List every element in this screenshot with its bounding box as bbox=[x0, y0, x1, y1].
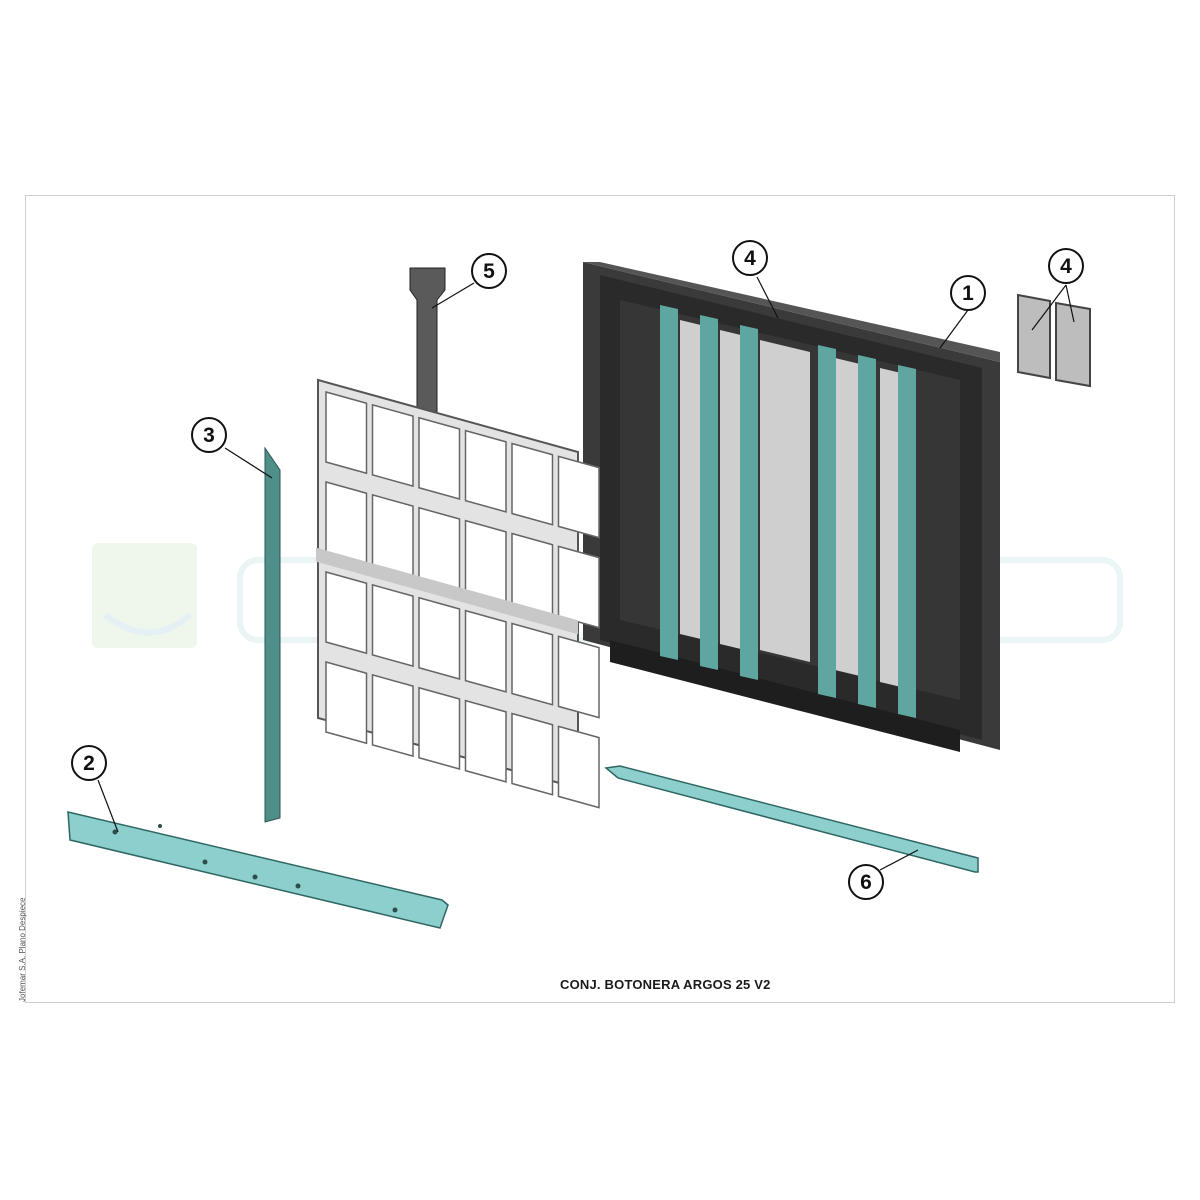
part-5-ribbon bbox=[409, 267, 446, 413]
callout-5-label: 5 bbox=[483, 260, 495, 283]
frame-cell bbox=[371, 403, 414, 488]
callout-6: 6 bbox=[848, 864, 884, 900]
frame-cell bbox=[325, 661, 368, 745]
part-2-angle-profile bbox=[67, 811, 449, 929]
frame-cell bbox=[325, 481, 368, 565]
part-3-vertical-bar bbox=[264, 446, 281, 823]
frame-cell bbox=[464, 699, 507, 783]
callout-4b: 4 bbox=[1048, 248, 1084, 284]
callout-2-label: 2 bbox=[83, 752, 95, 775]
frame-cell bbox=[464, 429, 507, 513]
frame-cell bbox=[557, 725, 600, 809]
frame-cell bbox=[557, 635, 600, 719]
button-frame-grid bbox=[316, 378, 600, 809]
callout-1-label: 1 bbox=[962, 282, 974, 305]
frame-cell bbox=[418, 596, 461, 680]
callout-6-label: 6 bbox=[860, 871, 872, 894]
callout-4b-label: 4 bbox=[1060, 255, 1072, 278]
frame-cell bbox=[464, 609, 507, 693]
frame-cell bbox=[371, 583, 414, 668]
callout-4a-label: 4 bbox=[744, 247, 756, 270]
frame-cell bbox=[511, 622, 554, 706]
callout-3: 3 bbox=[191, 417, 227, 453]
frame-cell bbox=[371, 493, 414, 578]
frame-cell bbox=[325, 571, 368, 655]
part-1-housing bbox=[583, 262, 1000, 752]
frame-cell bbox=[511, 442, 554, 526]
frame-cell bbox=[557, 545, 600, 629]
part-6-strip bbox=[604, 765, 979, 873]
callout-5: 5 bbox=[471, 253, 507, 289]
frame-cell bbox=[418, 416, 461, 500]
callout-leaders bbox=[97, 276, 1075, 871]
drawing-sheet-border bbox=[25, 195, 1175, 1003]
frame-cell bbox=[418, 686, 461, 770]
frame-cell bbox=[557, 455, 600, 539]
frame-cell bbox=[511, 532, 554, 616]
drawing-title: CONJ. BOTONERA ARGOS 25 V2 bbox=[560, 977, 771, 992]
frame-cell bbox=[511, 712, 554, 796]
part-4-plates bbox=[1017, 293, 1091, 388]
callout-2: 2 bbox=[71, 745, 107, 781]
frame-cell bbox=[371, 673, 414, 758]
side-note: Jofemar S.A. Plano Despiece bbox=[18, 897, 27, 1003]
callout-1: 1 bbox=[950, 275, 986, 311]
frame-cell bbox=[418, 506, 461, 590]
callout-4a: 4 bbox=[732, 240, 768, 276]
callout-3-label: 3 bbox=[203, 424, 215, 447]
frame-cell bbox=[325, 391, 368, 475]
frame-cell bbox=[464, 519, 507, 603]
